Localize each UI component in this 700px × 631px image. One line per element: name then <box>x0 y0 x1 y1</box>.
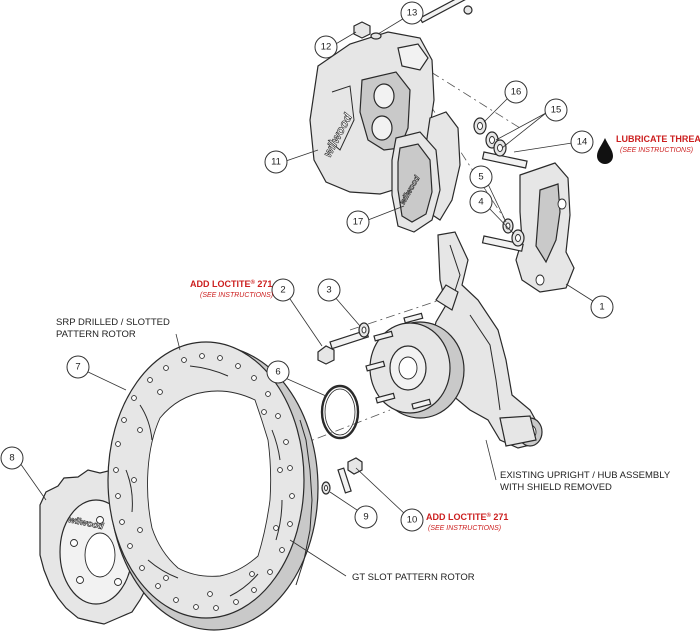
bracket-bolt-2-head <box>317 345 335 365</box>
wheel-studs <box>365 312 432 410</box>
callout-3: 3 <box>317 278 341 302</box>
label-srp-rotor-line2: PATTERN ROTOR <box>56 329 136 340</box>
bleeder-cap-13 <box>370 32 382 40</box>
svg-text:12: 12 <box>321 42 332 53</box>
caliper-body-edge <box>327 85 355 151</box>
callout-6: 6 <box>266 360 290 384</box>
svg-text:14: 14 <box>577 137 588 148</box>
caliper-bridge <box>397 43 429 71</box>
callout-13: 13 <box>400 1 424 25</box>
o-ring <box>320 384 360 440</box>
svg-text:11: 11 <box>271 157 281 168</box>
stud-upper <box>481 151 528 169</box>
callout-8: 8 <box>0 446 24 470</box>
callout-9: 9 <box>354 505 378 529</box>
brake-pads: wilwood <box>391 111 461 233</box>
upright-arm-edge <box>469 314 501 411</box>
bleeder-nut-12 <box>353 21 371 39</box>
rotor-hat-lug-hole <box>76 576 84 584</box>
callout-14: 14 <box>570 130 594 154</box>
label-existing-upright-line1: EXISTING UPRIGHT / HUB ASSEMBLY <box>500 470 671 481</box>
hub-bore <box>398 356 418 380</box>
rotor-center-opening <box>147 390 272 577</box>
svg-text:10: 10 <box>407 515 418 526</box>
o-ring-outer <box>320 384 360 440</box>
pad-retaining-bolt <box>419 0 473 24</box>
svg-text:4: 4 <box>478 197 483 208</box>
rotor-vent-vanes <box>295 419 313 586</box>
rotor-hat-bolt-set <box>321 457 363 495</box>
callout-1: 1 <box>590 295 614 319</box>
callout-5: 5 <box>469 165 493 189</box>
svg-text:15: 15 <box>551 105 562 116</box>
bleeder-screw <box>353 21 382 40</box>
callout-17: 17 <box>346 210 370 234</box>
rotor-disc <box>107 341 319 631</box>
caliper-piston <box>373 83 395 109</box>
bracket-hole-lower <box>535 274 545 286</box>
label-existing-upright-line2: WITH SHIELD REMOVED <box>500 482 612 493</box>
callout-2: 2 <box>271 278 295 302</box>
callout-12: 12 <box>314 35 338 59</box>
svg-text:17: 17 <box>353 217 364 228</box>
svg-text:1: 1 <box>599 302 604 313</box>
svg-text:7: 7 <box>75 362 80 373</box>
upright-lower-mount <box>499 415 537 447</box>
shim-washers <box>502 218 525 247</box>
label-srp-rotor-line1: SRP DRILLED / SLOTTED <box>56 317 170 328</box>
label-gt-rotor: GT SLOT PATTERN ROTOR <box>352 572 475 583</box>
caliper-piston <box>371 115 393 141</box>
svg-text:8: 8 <box>9 453 14 464</box>
bracket-pocket <box>535 183 561 264</box>
leader-lines <box>19 16 597 577</box>
callout-11: 11 <box>264 150 288 174</box>
existing-upright-hub-assembly <box>365 231 543 449</box>
svg-text:5: 5 <box>478 172 483 183</box>
svg-text:6: 6 <box>275 367 280 378</box>
note-lubricate-sub: (SEE INSTRUCTIONS) <box>620 147 693 154</box>
retaining-bolt-head <box>463 5 473 15</box>
note-loctite-bottom-sub: (SEE INSTRUCTIONS) <box>428 525 501 532</box>
rotor-hat-lug-hole <box>70 539 78 547</box>
hat-bolt-10-shank <box>337 467 352 494</box>
rotor-hat-center-bore <box>84 532 116 578</box>
callout-16: 16 <box>504 80 528 104</box>
hub-axis-line <box>299 409 391 446</box>
svg-text:2: 2 <box>280 285 285 296</box>
note-loctite-top: ADD LOCTITE® 271 <box>190 279 272 289</box>
bracket-bolt-axis-line <box>349 289 471 331</box>
stud-lower <box>481 235 524 252</box>
caliper-washers <box>473 117 507 157</box>
bracket-bolt-set <box>317 322 370 365</box>
upright-upper-mount <box>435 284 459 311</box>
svg-text:9: 9 <box>363 512 368 523</box>
rotor-slots <box>125 365 283 597</box>
note-loctite-top-sub: (SEE INSTRUCTIONS) <box>200 292 273 299</box>
brake-pad-friction <box>397 143 433 223</box>
o-ring-inner <box>324 388 356 436</box>
svg-text:13: 13 <box>407 8 418 19</box>
callout-7: 7 <box>66 355 90 379</box>
retaining-bolt-shank <box>419 0 470 24</box>
callout-10: 10 <box>400 508 424 532</box>
caliper-mounting-bracket <box>515 162 575 293</box>
rotor-drill-holes <box>113 353 295 611</box>
note-lubricate-threads: LUBRICATE THREADS <box>616 134 700 144</box>
callout-15: 15 <box>544 98 568 122</box>
callout-4: 4 <box>469 190 493 214</box>
lubricant-drop-icon <box>597 138 613 164</box>
note-loctite-bottom: ADD LOCTITE® 271 <box>426 512 508 522</box>
svg-text:16: 16 <box>511 87 522 98</box>
rotor-hat-lug-hole <box>96 516 104 524</box>
bracket-hole-upper <box>557 198 567 210</box>
caliper-mount-studs <box>481 151 528 252</box>
svg-text:3: 3 <box>326 285 331 296</box>
rotor-hat-lug-hole <box>114 578 122 586</box>
